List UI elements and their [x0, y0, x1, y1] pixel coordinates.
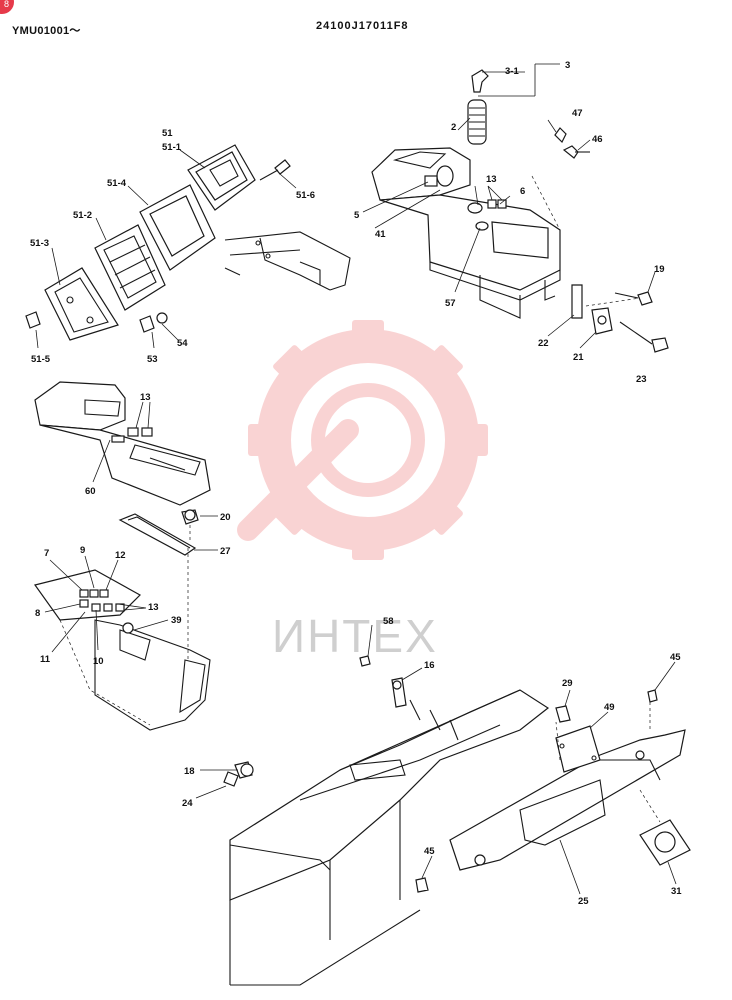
callout-16: 16	[424, 660, 435, 671]
callout-20: 20	[220, 512, 231, 523]
watermark-gear-icon	[237, 320, 488, 560]
callout-9: 9	[80, 545, 85, 556]
callout-13-console: 13	[486, 174, 497, 185]
callout-12: 12	[115, 550, 126, 561]
callout-51-2: 51-2	[73, 210, 92, 221]
badge-number: 8	[3, 0, 9, 9]
callout-41: 41	[375, 229, 386, 240]
callout-13-housing: 13	[140, 392, 151, 403]
callout-23: 23	[636, 374, 647, 385]
callout-25: 25	[578, 896, 589, 907]
callout-labels: 3-1 3 2 47 46 13 6 5 41 57 19 22 21 23 5…	[30, 60, 682, 907]
watermark-text: ИНТЕХ	[272, 610, 438, 662]
serial-range: YMU01001～	[12, 25, 81, 37]
callout-5: 5	[354, 210, 360, 221]
switch-panel-assembly	[33, 569, 211, 731]
callout-8: 8	[35, 608, 40, 619]
callout-60: 60	[85, 486, 96, 497]
callout-54: 54	[177, 338, 188, 349]
callout-49: 49	[604, 702, 615, 713]
callout-45-bottom: 45	[424, 846, 435, 857]
callout-3-1: 3-1	[505, 66, 519, 77]
callout-45-top: 45	[670, 652, 681, 663]
callout-51-4: 51-4	[107, 178, 127, 189]
cover-plate	[118, 509, 199, 556]
callout-51-6: 51-6	[296, 190, 315, 201]
callout-7: 7	[44, 548, 49, 559]
callout-21: 21	[573, 352, 584, 363]
callout-57: 57	[445, 298, 456, 309]
callout-51-5: 51-5	[31, 354, 51, 365]
callout-39: 39	[171, 615, 182, 626]
callout-27: 27	[220, 546, 231, 557]
monitor-bezel-assembly	[25, 144, 351, 341]
callout-11: 11	[40, 654, 51, 665]
callout-29: 29	[562, 678, 573, 689]
callout-19: 19	[654, 264, 665, 275]
callout-13-panel: 13	[148, 602, 159, 613]
callout-51-3: 51-3	[30, 238, 49, 249]
callout-2: 2	[451, 122, 456, 133]
callout-46: 46	[592, 134, 603, 145]
callout-24: 24	[182, 798, 193, 809]
console-housing	[34, 381, 211, 506]
callout-31: 31	[671, 886, 682, 897]
callout-10: 10	[93, 656, 104, 667]
callout-47: 47	[572, 108, 583, 119]
callout-22: 22	[538, 338, 549, 349]
callout-3: 3	[565, 60, 570, 71]
callout-18: 18	[184, 766, 195, 777]
floor-frame	[223, 655, 691, 986]
callout-6: 6	[520, 186, 525, 197]
callout-58: 58	[383, 616, 394, 627]
document-number: 24100J17011F8	[316, 20, 409, 32]
callout-51: 51	[162, 128, 173, 139]
callout-51-1: 51-1	[162, 142, 182, 153]
callout-53: 53	[147, 354, 158, 365]
console-cover-assembly	[371, 69, 669, 353]
